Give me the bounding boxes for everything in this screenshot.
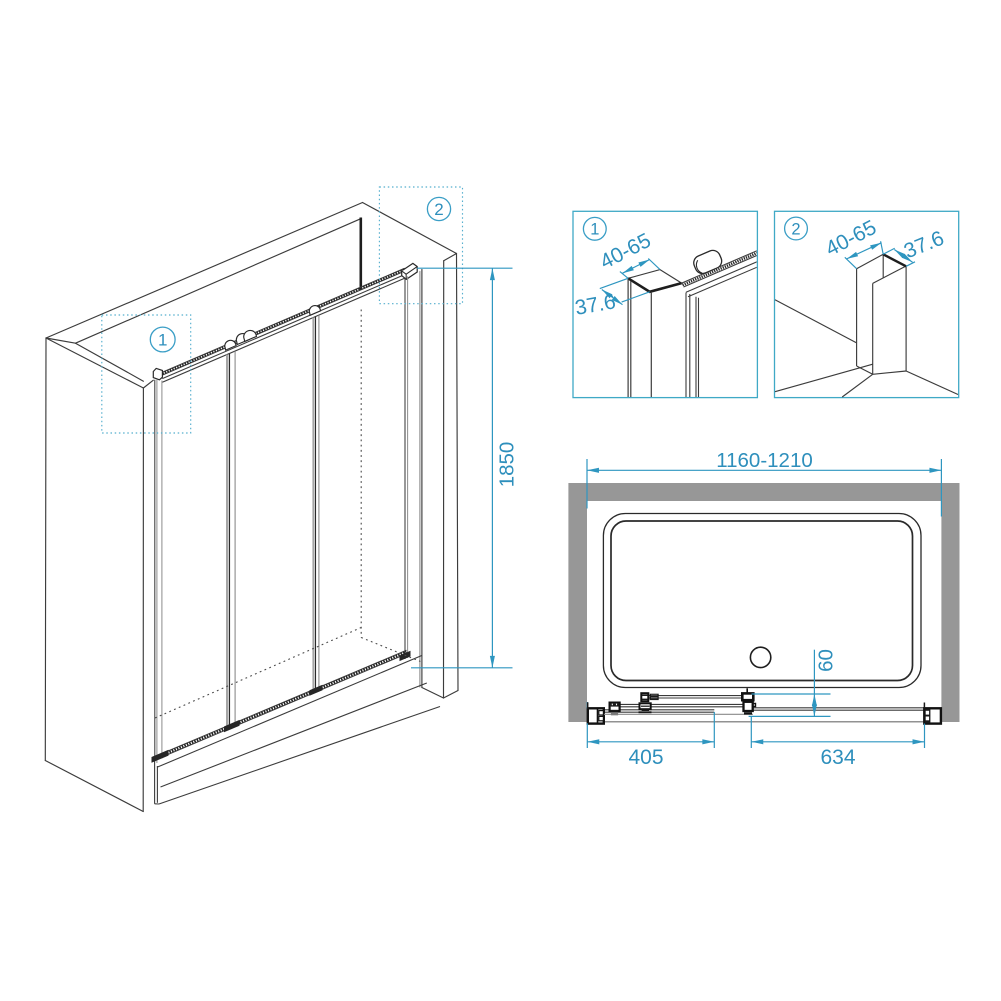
svg-text:60: 60 [815, 649, 838, 672]
svg-text:1850: 1850 [496, 442, 519, 488]
svg-text:2: 2 [791, 220, 800, 238]
svg-text:1: 1 [590, 221, 599, 239]
svg-text:405: 405 [628, 746, 663, 769]
svg-text:2: 2 [434, 200, 443, 219]
svg-text:1160-1210: 1160-1210 [716, 449, 813, 472]
svg-text:1: 1 [158, 331, 167, 350]
svg-text:634: 634 [820, 746, 855, 769]
